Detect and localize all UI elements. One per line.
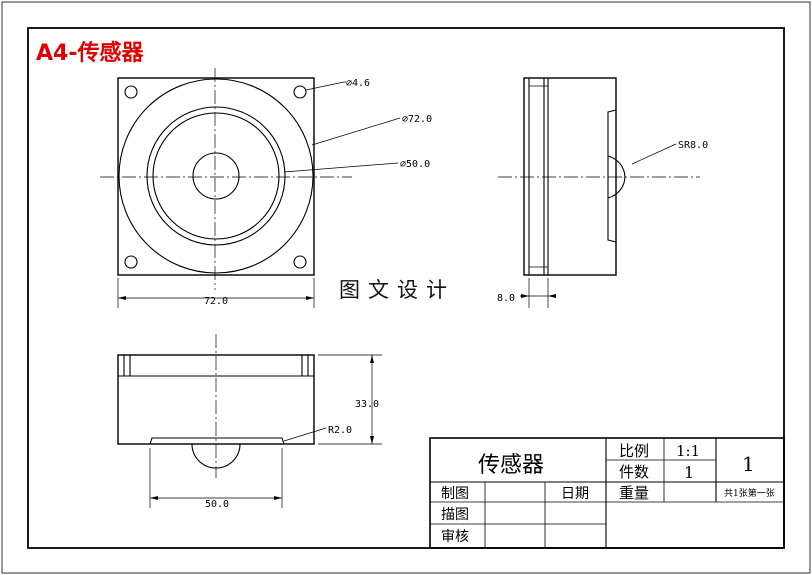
- outer-diameter-label: ⌀72.0: [402, 114, 432, 125]
- count-value: 1: [684, 463, 694, 482]
- outer-diameter-leader: [311, 117, 401, 146]
- checked-by-label: 审核: [441, 529, 469, 545]
- top-view-body: [117, 354, 315, 445]
- scale-value: 1:1: [676, 442, 700, 460]
- sphere-radius-leader: [631, 143, 677, 165]
- inner-diameter-leader: [283, 162, 399, 173]
- title-block-frame: [429, 437, 785, 549]
- height-arrow-bottom: [370, 436, 374, 444]
- side-view: SR8.0 8.0: [497, 77, 708, 308]
- top-view-recess: [149, 437, 285, 445]
- side-view-recess: [607, 109, 617, 243]
- thickness-arrow-left: [521, 294, 529, 298]
- traced-by-label: 描图: [441, 507, 469, 523]
- width-arrow-left: [118, 296, 126, 300]
- top-width-arrow-left: [150, 496, 158, 500]
- thickness-label: 8.0: [497, 293, 515, 304]
- top-width-label: 50.0: [205, 499, 229, 510]
- front-view-base-plate: [117, 77, 315, 276]
- height-arrow-top: [370, 355, 374, 363]
- front-view-inner-circle: [152, 112, 280, 240]
- front-view-ring-circle: [146, 106, 286, 246]
- top-width-arrow-right: [274, 496, 282, 500]
- weight-label: 重量: [619, 484, 649, 502]
- part-name: 传感器: [478, 453, 544, 478]
- side-view-sphere-dome: [607, 155, 626, 199]
- mounting-hole-top-left: [124, 85, 138, 99]
- mounting-hole-top-right: [293, 85, 307, 99]
- inner-diameter-label: ⌀50.0: [400, 159, 430, 170]
- watermark-text: 图文设计: [339, 278, 455, 302]
- drawing-frame: [27, 27, 785, 549]
- sheet-number: 1: [742, 452, 755, 476]
- count-label: 件数: [619, 463, 649, 481]
- scale-label: 比例: [619, 442, 649, 460]
- top-view-sphere-dome: [191, 443, 241, 469]
- title-block: 传感器 比例 1:1 件数 1 1 重量 共1张第一张 制图 日期 描图 审核: [429, 437, 785, 549]
- thickness-arrow-right: [548, 294, 556, 298]
- sheet-title: A4-传感器: [36, 40, 144, 66]
- sheets-info: 共1张第一张: [724, 487, 775, 499]
- height-label: 33.0: [355, 399, 379, 410]
- front-view-outer-circle: [118, 78, 314, 274]
- sphere-radius-label: SR8.0: [678, 140, 708, 151]
- front-view-center-circle: [192, 152, 240, 200]
- drawn-by-label: 制图: [441, 486, 469, 502]
- hole-diameter-label: ⌀4.6: [346, 78, 370, 89]
- width-arrow-right: [306, 296, 314, 300]
- radius-leader: [283, 427, 327, 442]
- top-view: 33.0 R2.0 50.0: [117, 334, 382, 510]
- mounting-hole-bottom-right: [293, 255, 307, 269]
- hole-leader-line: [305, 81, 345, 91]
- radius-label: R2.0: [328, 425, 352, 436]
- side-view-body: [523, 77, 617, 276]
- date-label: 日期: [561, 486, 589, 502]
- mounting-hole-bottom-left: [124, 255, 138, 269]
- front-width-label: 72.0: [204, 296, 228, 307]
- front-view: ⌀4.6 ⌀72.0 ⌀50.0 72.0: [100, 68, 432, 308]
